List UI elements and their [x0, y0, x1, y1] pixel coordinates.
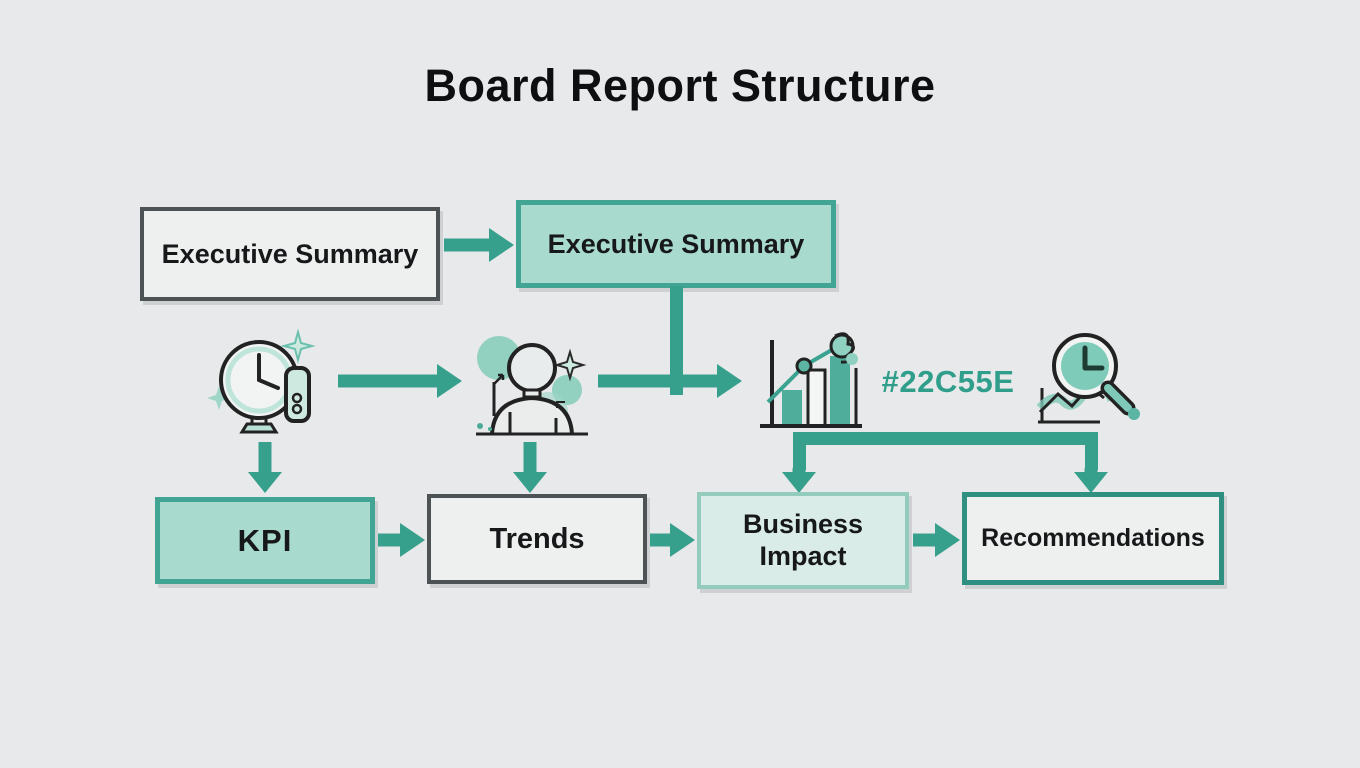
arrow-shaft — [523, 442, 537, 474]
arrow-head — [782, 472, 816, 493]
arrow-shaft — [258, 442, 272, 474]
arrow-head — [1074, 472, 1108, 493]
recommendations-box: Recommendations — [962, 492, 1224, 585]
trends-box: Trends — [427, 494, 647, 584]
arrow-person-to-trends — [512, 442, 548, 493]
trends-label: Trends — [489, 522, 585, 555]
business-impact-label: Business Impact — [742, 509, 864, 571]
bar-chart-growth-icon — [752, 330, 867, 445]
arrow-shaft — [792, 468, 806, 475]
arrow-kpi-to-trends — [378, 523, 425, 557]
arrow-exec-draft-to-final — [444, 228, 514, 262]
connector-bracket-bar — [793, 432, 1098, 445]
arrow-head — [670, 523, 695, 557]
executive-summary-draft-box: Executive Summary — [140, 207, 440, 301]
connector-exec-final-down — [670, 286, 683, 395]
arrow-head — [489, 228, 514, 262]
person-icon — [468, 330, 596, 449]
arrow-head — [248, 472, 282, 493]
recommendations-label: Recommendations — [981, 524, 1205, 552]
arrow-head — [437, 364, 462, 398]
kpi-label: KPI — [237, 522, 293, 558]
connector-bracket-left-stub — [793, 432, 806, 470]
arrow-shaft — [444, 238, 492, 252]
arrow-trends-to-impact — [650, 523, 695, 557]
business-impact-box: Business Impact — [697, 492, 909, 589]
arrow-clock-to-person — [338, 364, 462, 398]
connector-bracket-right-stub — [1085, 432, 1098, 470]
executive-summary-draft-label: Executive Summary — [161, 238, 419, 269]
clock-analytics-icon — [205, 328, 327, 449]
arrow-head — [717, 364, 742, 398]
arrow-shaft — [1084, 468, 1098, 475]
executive-summary-final-label: Executive Summary — [547, 228, 805, 259]
arrow-bracket-to-impact — [781, 468, 817, 493]
arrow-bracket-to-recommendations — [1073, 468, 1109, 493]
arrow-person-to-chart — [598, 364, 742, 398]
arrow-shaft — [338, 374, 440, 388]
hex-color-label: #22C55E — [881, 364, 1015, 399]
arrow-clock-to-kpi — [247, 442, 283, 493]
executive-summary-final-box: Executive Summary — [516, 200, 836, 288]
arrow-shaft — [913, 533, 938, 547]
kpi-box: KPI — [155, 497, 375, 584]
page-title: Board Report Structure — [424, 60, 936, 111]
arrow-shaft — [378, 533, 403, 547]
arrow-shaft — [598, 374, 720, 388]
magnifier-clock-icon — [1030, 328, 1145, 445]
arrow-shaft — [650, 533, 673, 547]
arrow-head — [935, 523, 960, 557]
arrow-impact-to-recommendations — [913, 523, 960, 557]
arrow-head — [400, 523, 425, 557]
arrow-head — [513, 472, 547, 493]
